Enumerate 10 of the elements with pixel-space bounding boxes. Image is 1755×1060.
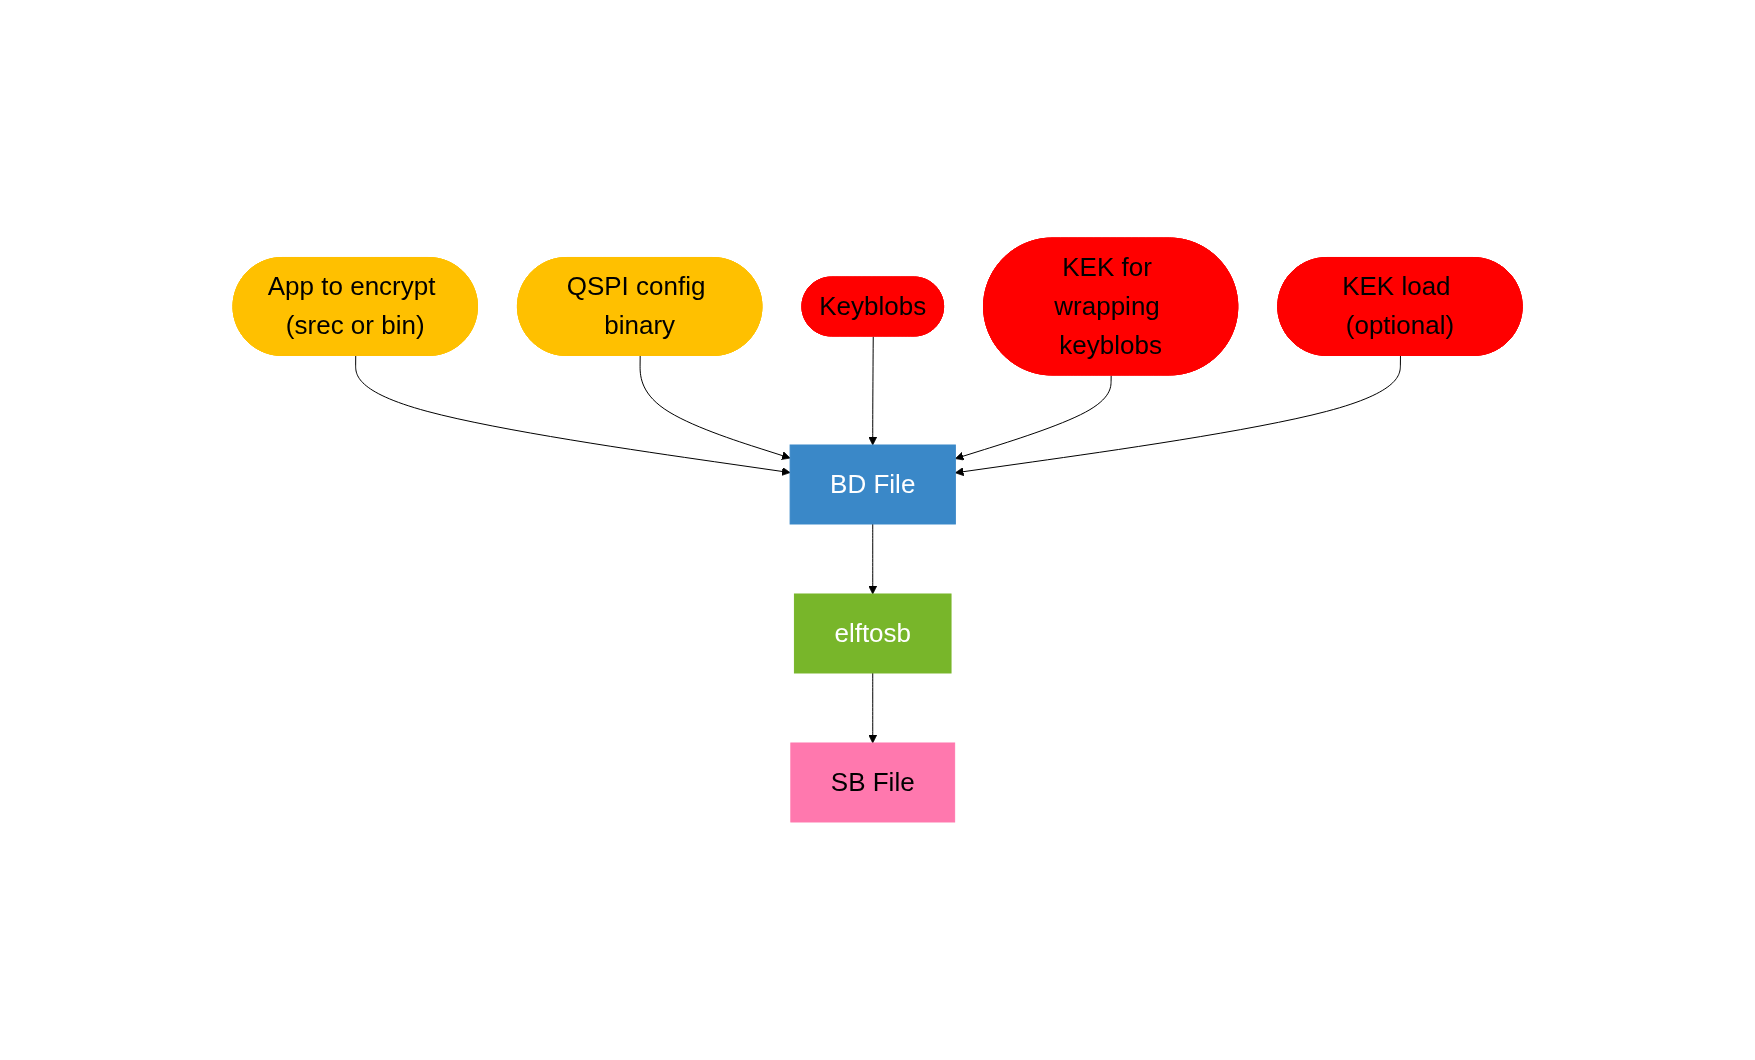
arrow	[868, 336, 878, 446]
node-box: SB File	[790, 742, 956, 823]
arrow	[954, 355, 1401, 477]
arrow	[639, 355, 791, 460]
arrow	[954, 375, 1112, 461]
node-box: BD File	[789, 444, 956, 525]
arrow	[355, 355, 791, 476]
node-box: elftosb	[793, 593, 952, 674]
arrow	[868, 672, 878, 744]
arrow	[868, 523, 878, 595]
